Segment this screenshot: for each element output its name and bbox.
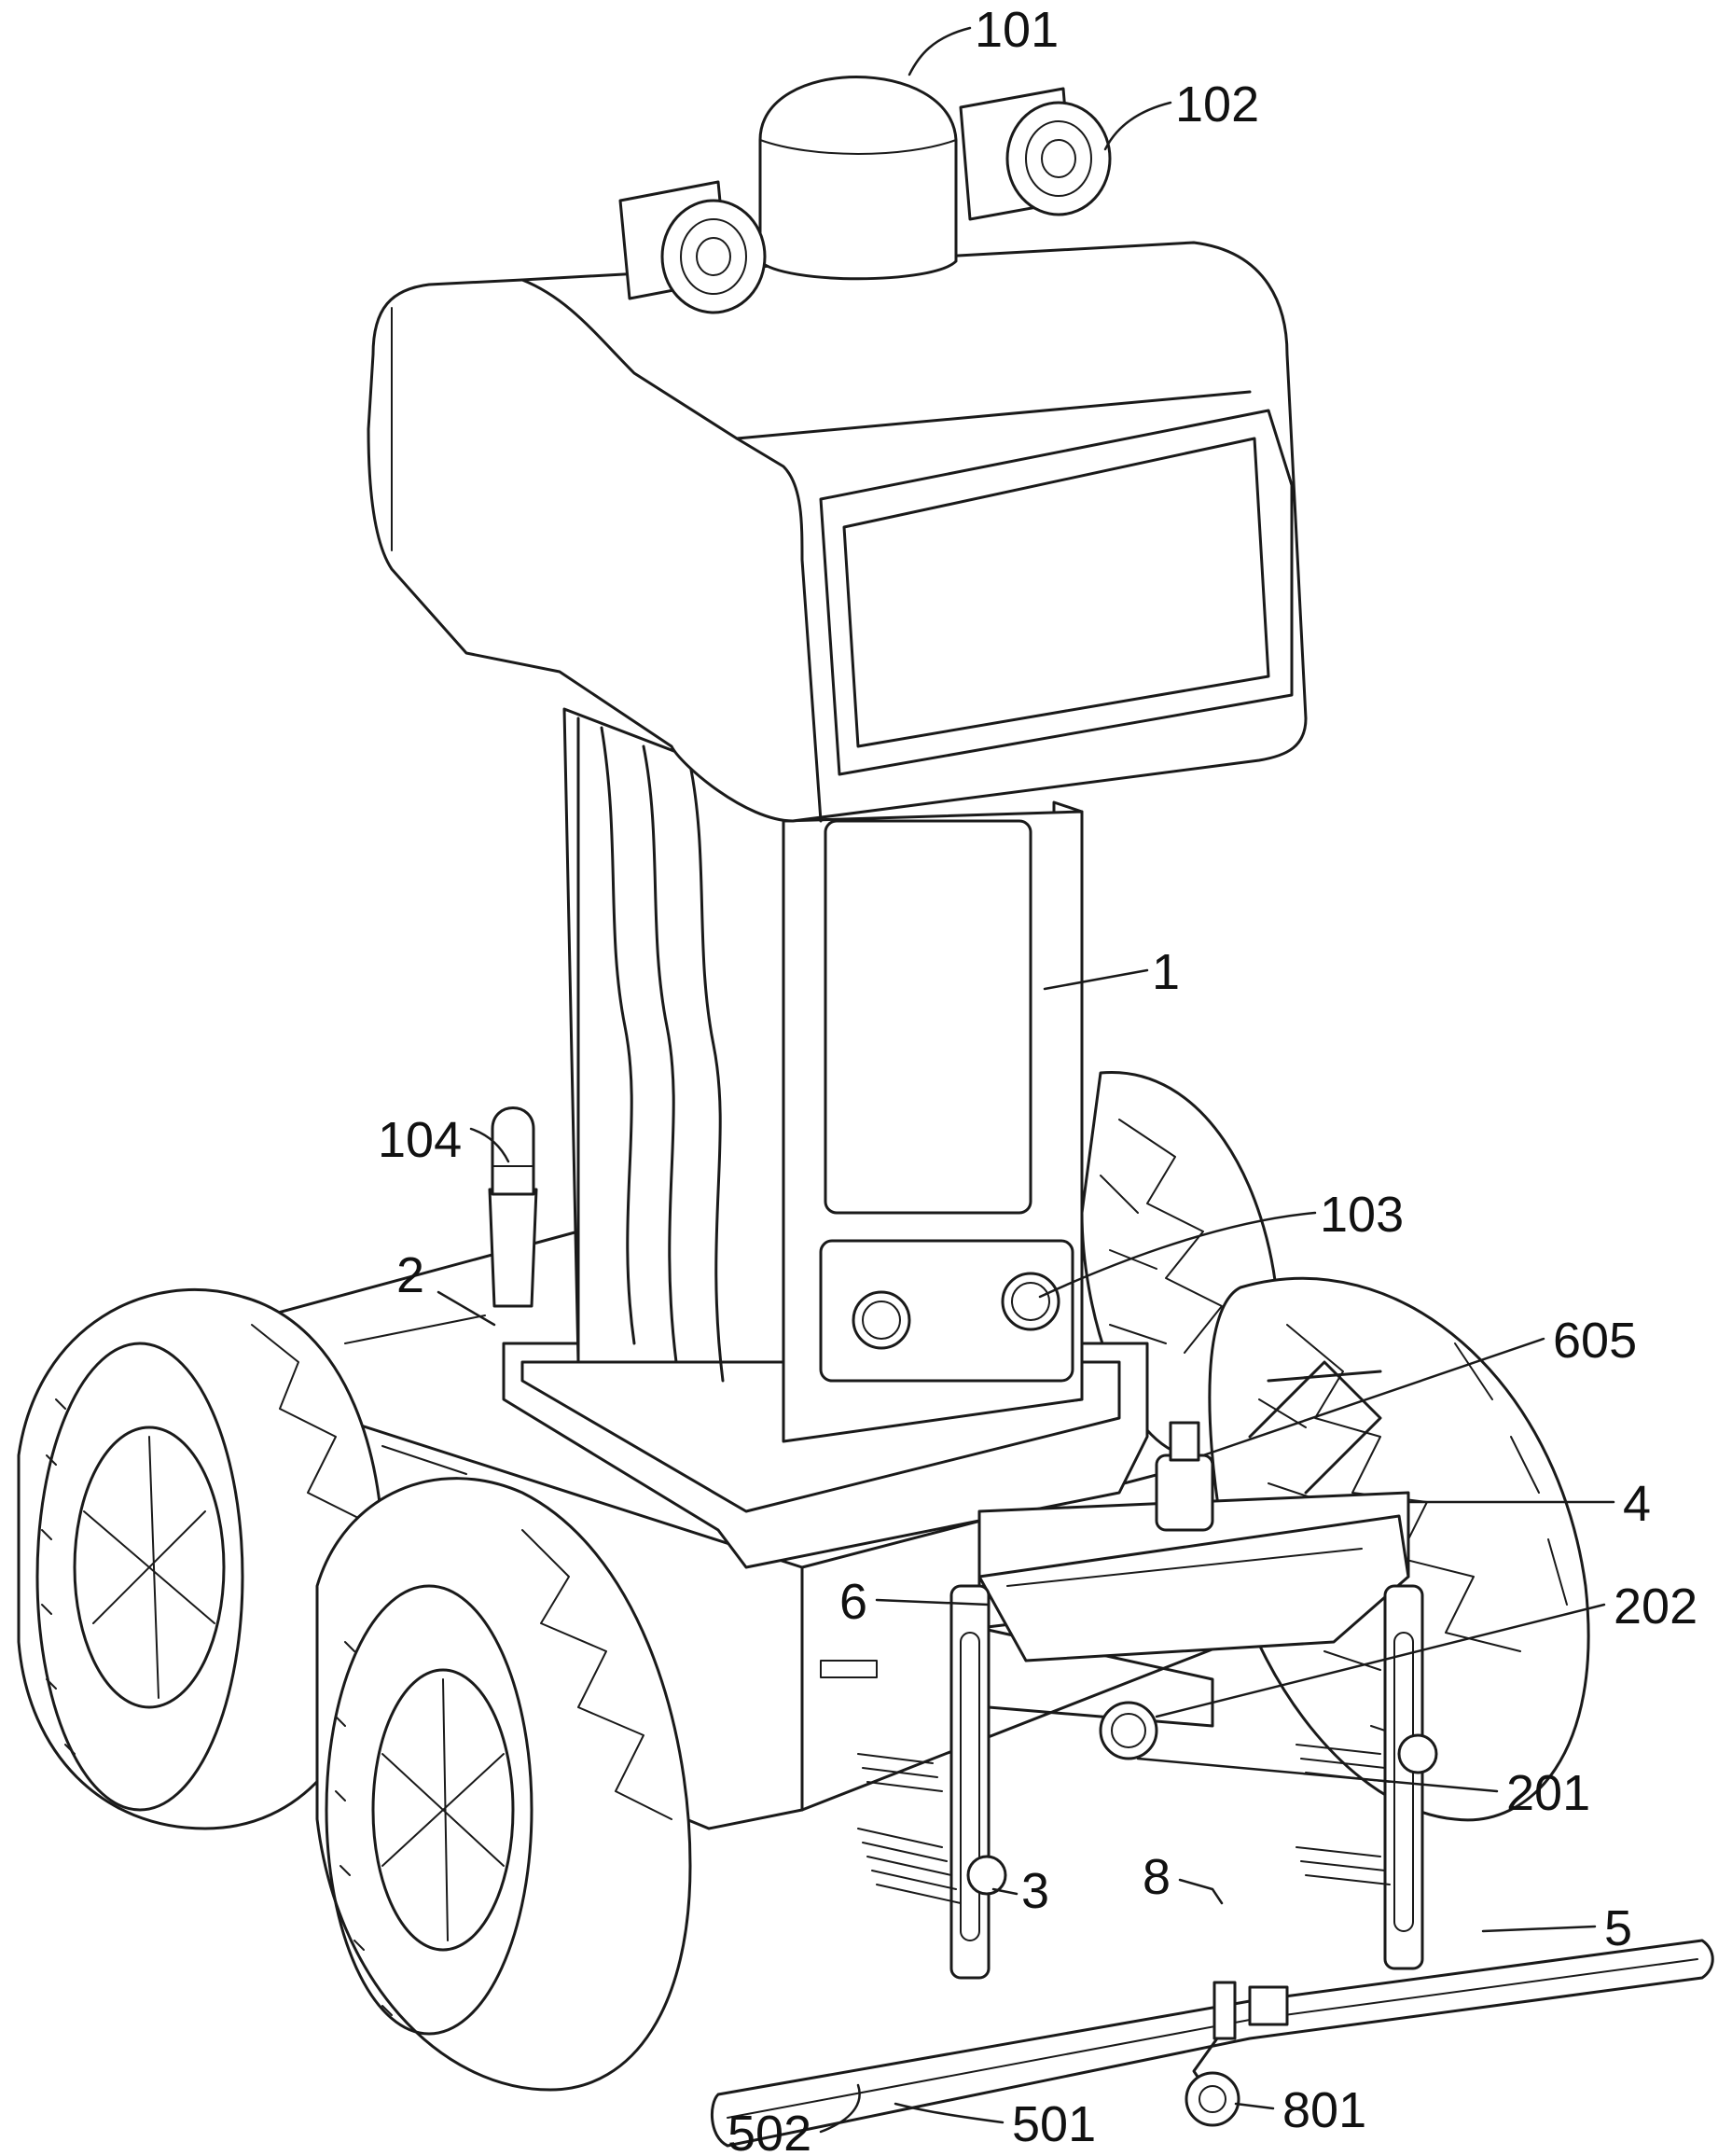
label-2: 2 — [396, 1247, 424, 1303]
head-housing — [367, 241, 1308, 823]
label-6: 6 — [839, 1574, 867, 1630]
guide-rails — [857, 1584, 1438, 1980]
antenna — [488, 1106, 538, 1308]
label-202: 202 — [1614, 1579, 1697, 1634]
label-104: 104 — [378, 1112, 462, 1168]
column-body — [559, 652, 1084, 1443]
label-8: 8 — [1143, 1849, 1171, 1905]
sensor-left — [618, 180, 767, 314]
front-mechanism — [977, 1360, 1410, 1760]
dome-camera — [758, 76, 958, 281]
label-4: 4 — [1623, 1476, 1651, 1532]
label-1: 1 — [1152, 944, 1180, 1000]
leader-lines — [436, 26, 1615, 2134]
wheel-front-left — [315, 1477, 692, 2092]
label-501: 501 — [1012, 2096, 1096, 2152]
label-605: 605 — [1553, 1313, 1637, 1369]
caster-wheel — [1185, 1981, 1240, 2127]
control-panel — [819, 1239, 1074, 1383]
sensor-right — [959, 87, 1112, 221]
label-5: 5 — [1604, 1900, 1632, 1956]
label-101: 101 — [975, 2, 1059, 58]
reference-labels: 101 102 1 104 103 2 605 4 6 202 201 3 8 … — [378, 2, 1697, 2156]
label-801: 801 — [1282, 2082, 1366, 2138]
label-103: 103 — [1320, 1187, 1404, 1243]
label-502: 502 — [727, 2106, 811, 2156]
label-102: 102 — [1175, 77, 1259, 132]
label-3: 3 — [1021, 1863, 1049, 1919]
label-201: 201 — [1506, 1765, 1590, 1821]
